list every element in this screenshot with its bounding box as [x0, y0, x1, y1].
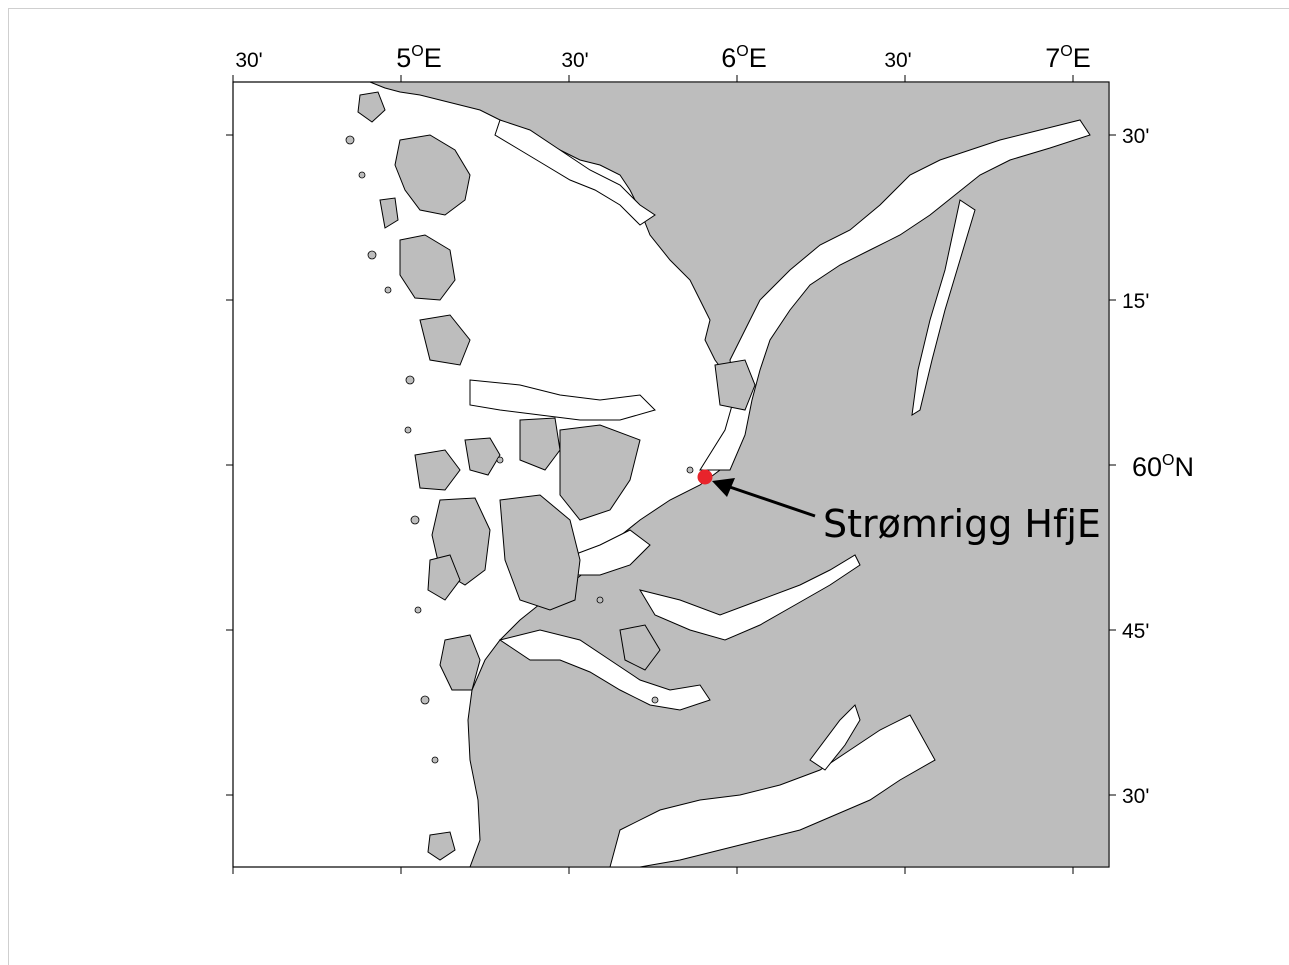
fjord-west-channel: [469, 379, 656, 421]
station-marker: [697, 469, 713, 485]
callout-arrow-head: [712, 478, 735, 497]
skerry: [431, 756, 439, 764]
lon-label-30min-west: 30': [235, 49, 262, 72]
lat-label-30min-north: 30': [1122, 125, 1149, 148]
lat-label-45min: 45': [1122, 620, 1149, 643]
latitude-labels: 30' 15' 60ON 45' 30': [1122, 125, 1194, 808]
lon-label-7E: 7OE: [1045, 43, 1091, 73]
skerries: [345, 135, 694, 764]
island: [519, 417, 561, 471]
fjord-south: [609, 714, 936, 867]
island: [357, 91, 386, 123]
skerry: [345, 135, 355, 145]
skerry: [686, 466, 694, 474]
skerry: [367, 250, 377, 260]
fjord-middle-bay: [559, 529, 651, 576]
station-label: Strømrigg HfjE: [823, 502, 1101, 546]
lat-label-30min-south: 30': [1122, 785, 1149, 808]
tick-marks: [226, 75, 1116, 874]
lon-label-30min-east: 30': [884, 49, 911, 72]
fjord-southeast-arm: [638, 554, 861, 641]
lon-label-5E: 5OE: [396, 43, 442, 73]
skerry: [405, 375, 415, 385]
island: [464, 437, 501, 476]
islands: [357, 91, 756, 861]
skerry: [496, 456, 504, 464]
skerry: [651, 696, 659, 704]
lat-label-15min: 15': [1122, 290, 1149, 313]
lat-label-60N: 60ON: [1132, 452, 1194, 482]
skerry: [384, 286, 392, 294]
fjords: [469, 119, 1091, 867]
lon-label-30min-mid: 30': [561, 49, 588, 72]
station-annotation: Strømrigg HfjE: [697, 469, 1101, 546]
island: [414, 449, 461, 491]
island: [427, 831, 456, 861]
island: [427, 554, 461, 601]
skerry: [358, 171, 366, 179]
island: [379, 197, 399, 229]
island: [399, 234, 456, 301]
skerry: [404, 426, 412, 434]
lon-label-6E: 6OE: [721, 43, 767, 73]
longitude-labels: 30' 5OE 30' 6OE 30' 7OE: [235, 43, 1090, 73]
page-frame: [8, 8, 1289, 965]
skerry: [410, 515, 420, 525]
fjord-south-arm: [809, 704, 861, 771]
skerry: [420, 695, 430, 705]
fjord-north-branch: [494, 119, 656, 226]
island: [559, 424, 641, 521]
island: [439, 634, 481, 691]
island: [714, 359, 756, 411]
island: [419, 314, 471, 366]
land-layer: [345, 82, 1109, 867]
fjord-east-arm: [699, 119, 1091, 471]
fjord-inland-northeast: [911, 199, 976, 416]
island: [394, 134, 471, 216]
fjord-lower-west: [498, 629, 711, 711]
island: [499, 494, 581, 611]
skerry: [596, 596, 604, 604]
callout-arrow-line: [717, 481, 816, 518]
skerry: [414, 606, 422, 614]
island: [619, 624, 661, 671]
